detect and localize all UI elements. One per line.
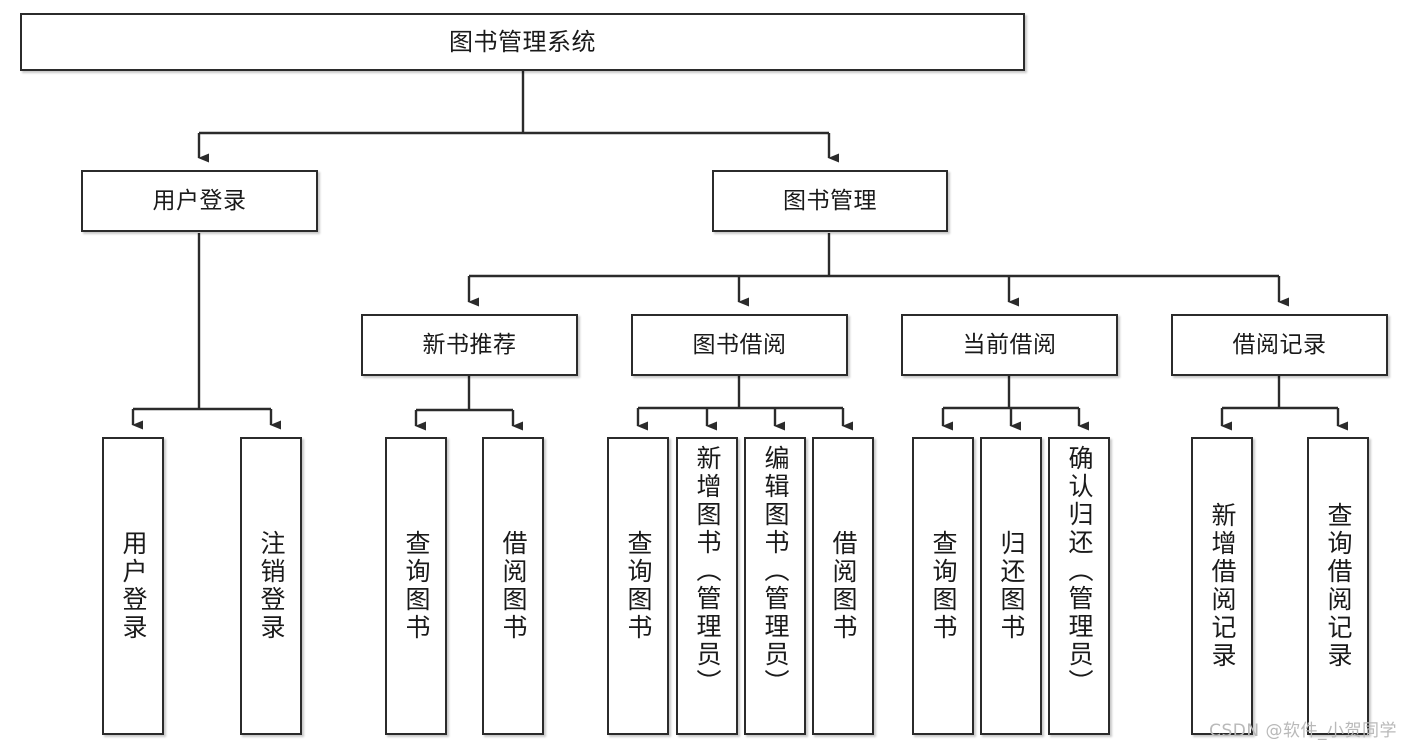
node-book-borrow[interactable]: 图书借阅 xyxy=(631,314,848,376)
leaf-query-book-borrow[interactable]: 查询图书 xyxy=(607,437,669,735)
node-label: 查询图书 xyxy=(929,530,958,642)
node-user-login[interactable]: 用户登录 xyxy=(81,170,318,232)
node-label: 查询图书 xyxy=(402,530,431,642)
node-root-book-management-system[interactable]: 图书管理系统 xyxy=(20,13,1025,71)
node-new-book-recommendation[interactable]: 新书推荐 xyxy=(361,314,578,376)
watermark-text: CSDN @软件_小贺同学 xyxy=(1209,721,1397,741)
node-label: 编辑图书（管理员） xyxy=(761,445,790,697)
node-label: 图书管理 xyxy=(783,187,877,214)
node-book-management[interactable]: 图书管理 xyxy=(712,170,948,232)
node-label: 新书推荐 xyxy=(422,331,517,358)
leaf-query-book-new-book[interactable]: 查询图书 xyxy=(385,437,447,735)
node-label: 查询借阅记录 xyxy=(1324,502,1353,670)
node-label: 用户登录 xyxy=(152,187,247,214)
node-label: 图书借阅 xyxy=(692,331,787,358)
node-label: 查询图书 xyxy=(624,530,653,642)
node-label: 借阅记录 xyxy=(1232,331,1327,358)
node-label: 新增图书（管理员） xyxy=(693,445,722,697)
leaf-query-book-current[interactable]: 查询图书 xyxy=(912,437,974,735)
node-borrow-record[interactable]: 借阅记录 xyxy=(1171,314,1388,376)
leaf-borrow-book-borrow[interactable]: 借阅图书 xyxy=(812,437,874,735)
node-label: 图书管理系统 xyxy=(449,28,596,56)
leaf-query-borrow-record[interactable]: 查询借阅记录 xyxy=(1307,437,1369,735)
node-label: 新增借阅记录 xyxy=(1208,502,1237,670)
leaf-confirm-return-admin[interactable]: 确认归还（管理员） xyxy=(1048,437,1110,735)
leaf-borrow-book-new-book[interactable]: 借阅图书 xyxy=(482,437,544,735)
leaf-return-book[interactable]: 归还图书 xyxy=(980,437,1042,735)
node-label: 借阅图书 xyxy=(829,530,858,642)
node-label: 注销登录 xyxy=(257,530,286,642)
node-label: 归还图书 xyxy=(997,530,1026,642)
node-label: 用户登录 xyxy=(119,530,148,642)
node-label: 确认归还（管理员） xyxy=(1065,445,1094,697)
leaf-user-login[interactable]: 用户登录 xyxy=(102,437,164,735)
leaf-edit-book-admin[interactable]: 编辑图书（管理员） xyxy=(744,437,806,735)
node-current-borrow[interactable]: 当前借阅 xyxy=(901,314,1118,376)
leaf-add-book-admin[interactable]: 新增图书（管理员） xyxy=(676,437,738,735)
leaf-add-borrow-record[interactable]: 新增借阅记录 xyxy=(1191,437,1253,735)
leaf-logout[interactable]: 注销登录 xyxy=(240,437,302,735)
node-label: 当前借阅 xyxy=(962,331,1057,358)
node-label: 借阅图书 xyxy=(499,530,528,642)
